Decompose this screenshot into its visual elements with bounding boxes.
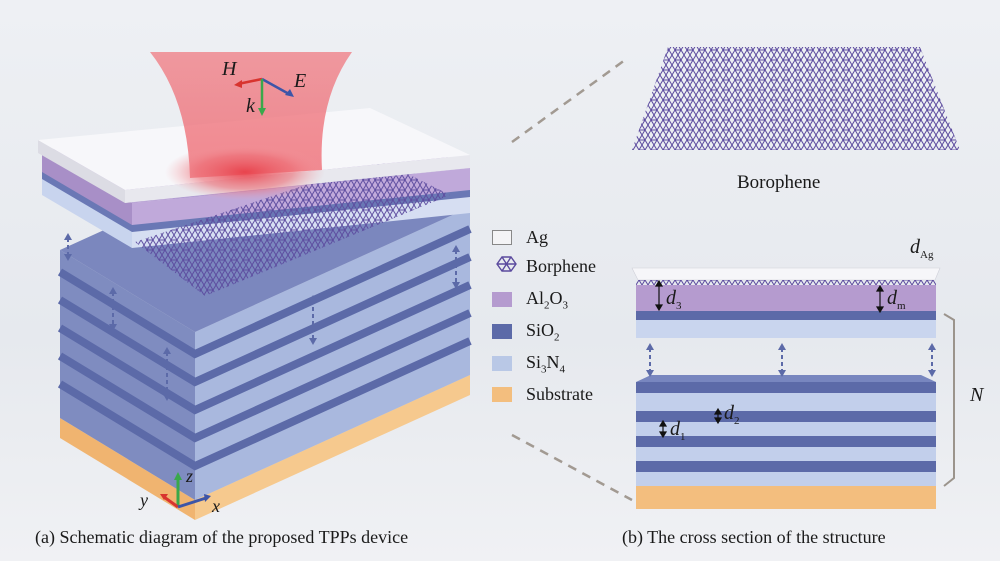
k-vector-label: k — [246, 95, 255, 117]
dimension-arrows — [654, 279, 885, 439]
period-label-n: N — [970, 384, 984, 406]
coordinate-axes — [160, 472, 211, 509]
legend-label-ag: Ag — [526, 227, 548, 247]
n-bracket — [943, 313, 955, 487]
borophene-inset — [632, 47, 960, 150]
legend-swatch-ag — [492, 230, 512, 245]
legend-item-borophene: Borphene — [492, 256, 596, 277]
legend-swatch-substrate — [492, 387, 512, 402]
z-axis-label: z — [186, 466, 194, 486]
legend-label-substrate: Substrate — [526, 384, 593, 404]
legend-item-sio2: SiO2 — [492, 320, 560, 344]
legend-item-ag: Ag — [492, 227, 548, 248]
legend-swatch-al2o3 — [492, 292, 512, 308]
borophene-title: Borophene — [737, 172, 821, 193]
caption-right: (b) The cross section of the structure — [622, 527, 886, 547]
gap-arrows-right — [649, 348, 933, 372]
dim-label-d2: d2 — [724, 402, 740, 427]
legend-item-substrate: Substrate — [492, 384, 593, 405]
field-vectors — [234, 77, 294, 116]
cross-section — [631, 267, 941, 509]
substrate-side-right — [195, 375, 470, 520]
gap-arrowheads-left — [64, 233, 460, 401]
x-axis-label: x — [212, 496, 220, 516]
legend-label-si3n4: Si3N4 — [526, 352, 566, 376]
legend-item-si3n4: Si3N4 — [492, 352, 565, 376]
legend-item-al2o3: Al2O3 — [492, 288, 568, 312]
al2o3-side-left — [42, 150, 132, 225]
legend-swatch-sio2 — [492, 324, 512, 340]
legend-label-borophene: Borphene — [526, 256, 596, 276]
dbr-side-left — [60, 250, 195, 500]
legend-swatch-borophene — [492, 259, 512, 274]
caption-left: (a) Schematic diagram of the proposed TP… — [35, 527, 409, 547]
e-field-label: E — [294, 70, 307, 92]
dim-label-dm: dm — [887, 287, 906, 312]
legend-swatch-si3n4 — [492, 356, 512, 372]
legend-label-sio2: SiO2 — [526, 320, 560, 344]
gap-arrows-left — [67, 238, 457, 396]
h-field-label: H — [222, 58, 237, 80]
y-axis-label: y — [140, 490, 148, 510]
dim-label-d1: d1 — [670, 418, 686, 443]
dbr-side-right — [195, 207, 470, 500]
dim-label-d3: d3 — [666, 287, 682, 312]
legend-borophene-icon — [496, 256, 517, 272]
borophene-sheet — [135, 160, 450, 296]
leader-lines — [511, 58, 633, 502]
dim-label-dag: dAg — [910, 236, 934, 261]
dbr-stripes — [57, 225, 472, 471]
ag-side-left — [38, 140, 125, 203]
legend-label-al2o3: Al2O3 — [526, 288, 568, 312]
laser-beam — [150, 52, 352, 200]
